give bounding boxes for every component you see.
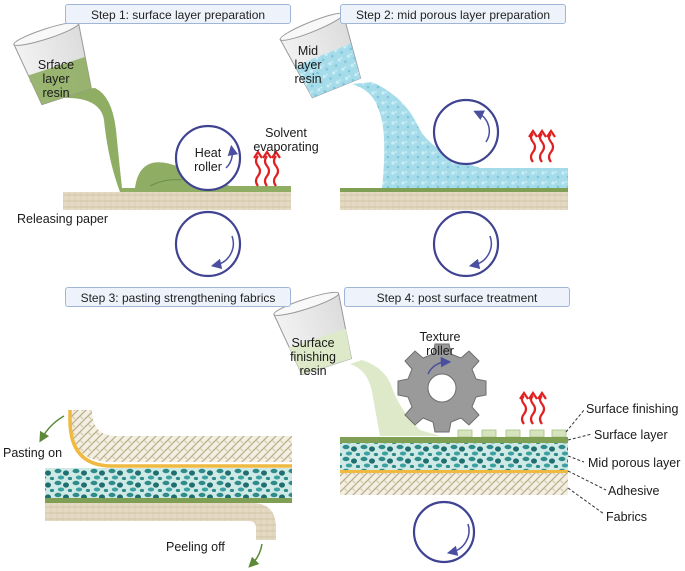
layer-label-surface-layer: Surface layer <box>594 428 668 442</box>
step1-heat-roller <box>174 124 242 192</box>
step4-leader-lines <box>565 409 607 515</box>
step3-title: Step 3: pasting strengthening fabrics <box>65 287 291 307</box>
step2-resin-line1: Mid <box>297 44 319 58</box>
step1-bottom-roller <box>174 210 242 278</box>
step3-pasting-label: Pasting on <box>3 446 63 460</box>
layer-label-fabrics: Fabrics <box>606 510 647 524</box>
step1-panel <box>13 21 291 278</box>
step4-resin-label: Surface finishing resin <box>282 336 344 378</box>
layer-label-adhesive: Adhesive <box>608 484 660 498</box>
step2-resin-label: Mid layer resin <box>282 44 334 86</box>
step2-heat-icon <box>528 129 556 163</box>
step1-resin-line3: resin <box>42 86 70 100</box>
step3-panel <box>39 410 292 568</box>
step4-texture-roller <box>397 343 487 433</box>
step3-peeling-label: Peeling off <box>166 540 225 554</box>
layer-label-surface-finishing: Surface finishing <box>586 402 679 416</box>
step1-roller-line2: roller <box>194 160 222 174</box>
step2-bottom-roller <box>432 210 500 278</box>
step3-fabric-top <box>70 410 292 462</box>
step1-heat-icon <box>253 150 281 187</box>
step1-releasing-paper <box>63 192 291 210</box>
step4-resin-line3: resin <box>299 364 327 378</box>
step1-resin-label: Srface layer resin <box>26 58 86 100</box>
step4-title: Step 4: post surface treatment <box>344 287 570 307</box>
step1-solvent-label: Solvent evaporating <box>246 126 326 154</box>
step2-top-roller <box>432 98 500 166</box>
step3-mid-porous <box>45 468 292 498</box>
step4-bottom-roller <box>412 500 476 564</box>
step2-resin-line3: resin <box>294 72 322 86</box>
step4-adhesive <box>340 470 568 473</box>
step4-heat-icon <box>519 391 547 425</box>
step4-fabrics <box>340 473 568 495</box>
step1-solvent-line1: Solvent <box>265 126 307 140</box>
step1-resin-line1: Srface <box>37 58 75 72</box>
step4-surface-layer <box>340 437 568 443</box>
step4-roller-line1: Texture <box>419 330 461 344</box>
step1-resin-line2: layer <box>42 72 70 86</box>
step4-surface-finishing <box>457 429 567 438</box>
step1-paper-label: Releasing paper <box>17 212 109 226</box>
step4-roller-line2: roller <box>426 344 454 358</box>
step2-panel <box>279 12 568 278</box>
layer-label-mid-porous: Mid porous layer <box>588 456 681 470</box>
step4-roller-label: Texture roller <box>410 330 470 358</box>
step4-resin-flow <box>350 360 440 436</box>
step4-mid-porous <box>340 443 568 470</box>
step2-resin-cup <box>279 12 362 99</box>
step3-surface-layer <box>45 498 292 503</box>
step2-resin-line2: layer <box>294 58 322 72</box>
step1-roller-line1: Heat <box>194 146 222 160</box>
step2-releasing-paper <box>340 192 568 210</box>
step4-resin-cup <box>273 291 352 376</box>
step2-surface-layer <box>340 188 568 192</box>
step1-resin-cup <box>13 21 92 106</box>
step4-resin-line1: Surface <box>291 336 335 350</box>
step1-roller-label: Heat roller <box>184 146 232 174</box>
step2-title: Step 2: mid porous layer preparation <box>340 4 566 24</box>
step4-panel <box>273 291 607 564</box>
step1-solvent-line2: evaporating <box>253 140 319 154</box>
step3-adhesive-top <box>68 410 292 468</box>
step3-releasing-paper <box>45 503 276 540</box>
step2-resin-flow <box>352 82 568 188</box>
step4-resin-line2: finishing <box>290 350 336 364</box>
step1-title: Step 1: surface layer preparation <box>65 4 291 24</box>
